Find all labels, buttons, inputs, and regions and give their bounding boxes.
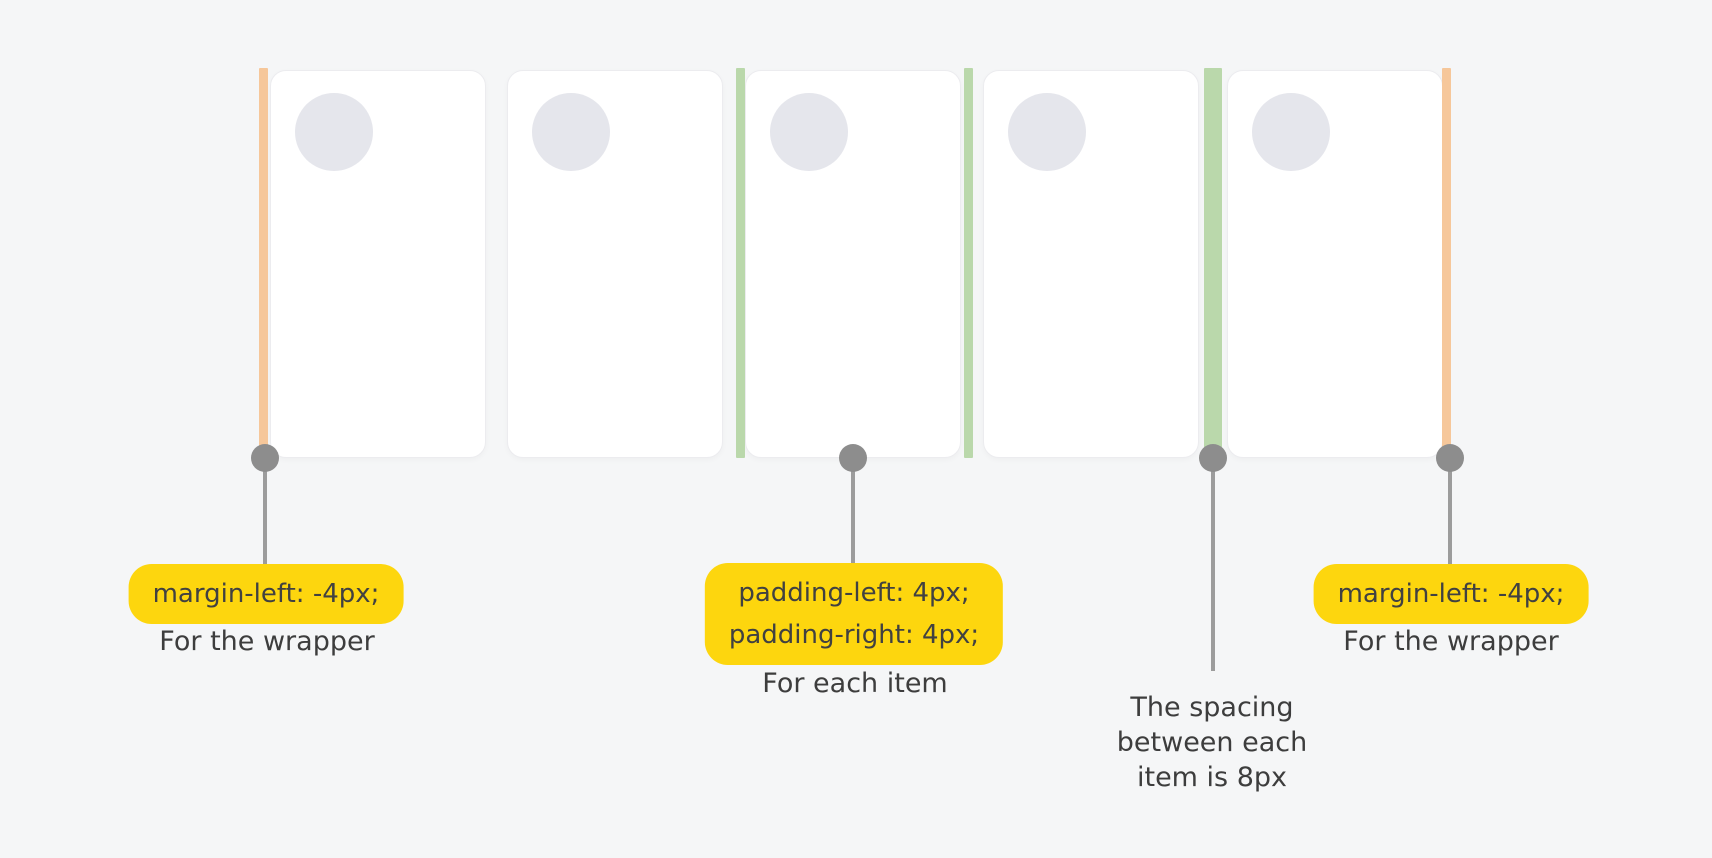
item-card	[745, 70, 961, 458]
wrapper-caption: For the wrapper	[1343, 626, 1559, 657]
spacing-caption: The spacing between each item is 8px	[1117, 690, 1307, 795]
item-padding-right-bar	[964, 68, 973, 458]
avatar-circle	[295, 93, 373, 171]
callout-anchor-dot	[251, 444, 279, 472]
avatar-circle	[1252, 93, 1330, 171]
avatar-circle	[1008, 93, 1086, 171]
avatar-circle	[770, 93, 848, 171]
item-card	[270, 70, 486, 458]
caption-line: between each	[1116, 727, 1308, 758]
wrapper-negative-margin-bar-left	[259, 68, 268, 458]
pill-line: padding-left: 4px;	[738, 578, 970, 608]
wrapper-negative-margin-bar-right	[1442, 68, 1451, 458]
margin-left-label-pill: margin-left: -4px;	[1313, 564, 1589, 624]
item-card	[1227, 70, 1443, 458]
callout-connector-line	[1211, 458, 1215, 671]
item-spacing-bar	[1204, 68, 1222, 458]
callout-anchor-dot	[839, 444, 867, 472]
caption-line: item is 8px	[1136, 762, 1288, 793]
caption-line: The spacing	[1130, 692, 1294, 723]
avatar-circle	[532, 93, 610, 171]
margin-left-label-pill: margin-left: -4px;	[128, 564, 404, 624]
item-caption: For each item	[762, 668, 948, 699]
pill-line: margin-left: -4px;	[152, 579, 380, 609]
pill-line: margin-left: -4px;	[1337, 579, 1565, 609]
pill-line: padding-right: 4px;	[728, 620, 980, 650]
callout-connector-line	[263, 458, 267, 568]
callout-anchor-dot	[1436, 444, 1464, 472]
item-card	[507, 70, 723, 458]
item-padding-label-pill: padding-left: 4px; padding-right: 4px;	[704, 563, 1004, 665]
item-padding-left-bar	[736, 68, 745, 458]
callout-anchor-dot	[1199, 444, 1227, 472]
callout-connector-line	[851, 458, 855, 566]
callout-connector-line	[1448, 458, 1452, 568]
wrapper-caption: For the wrapper	[159, 626, 375, 657]
item-card	[983, 70, 1199, 458]
